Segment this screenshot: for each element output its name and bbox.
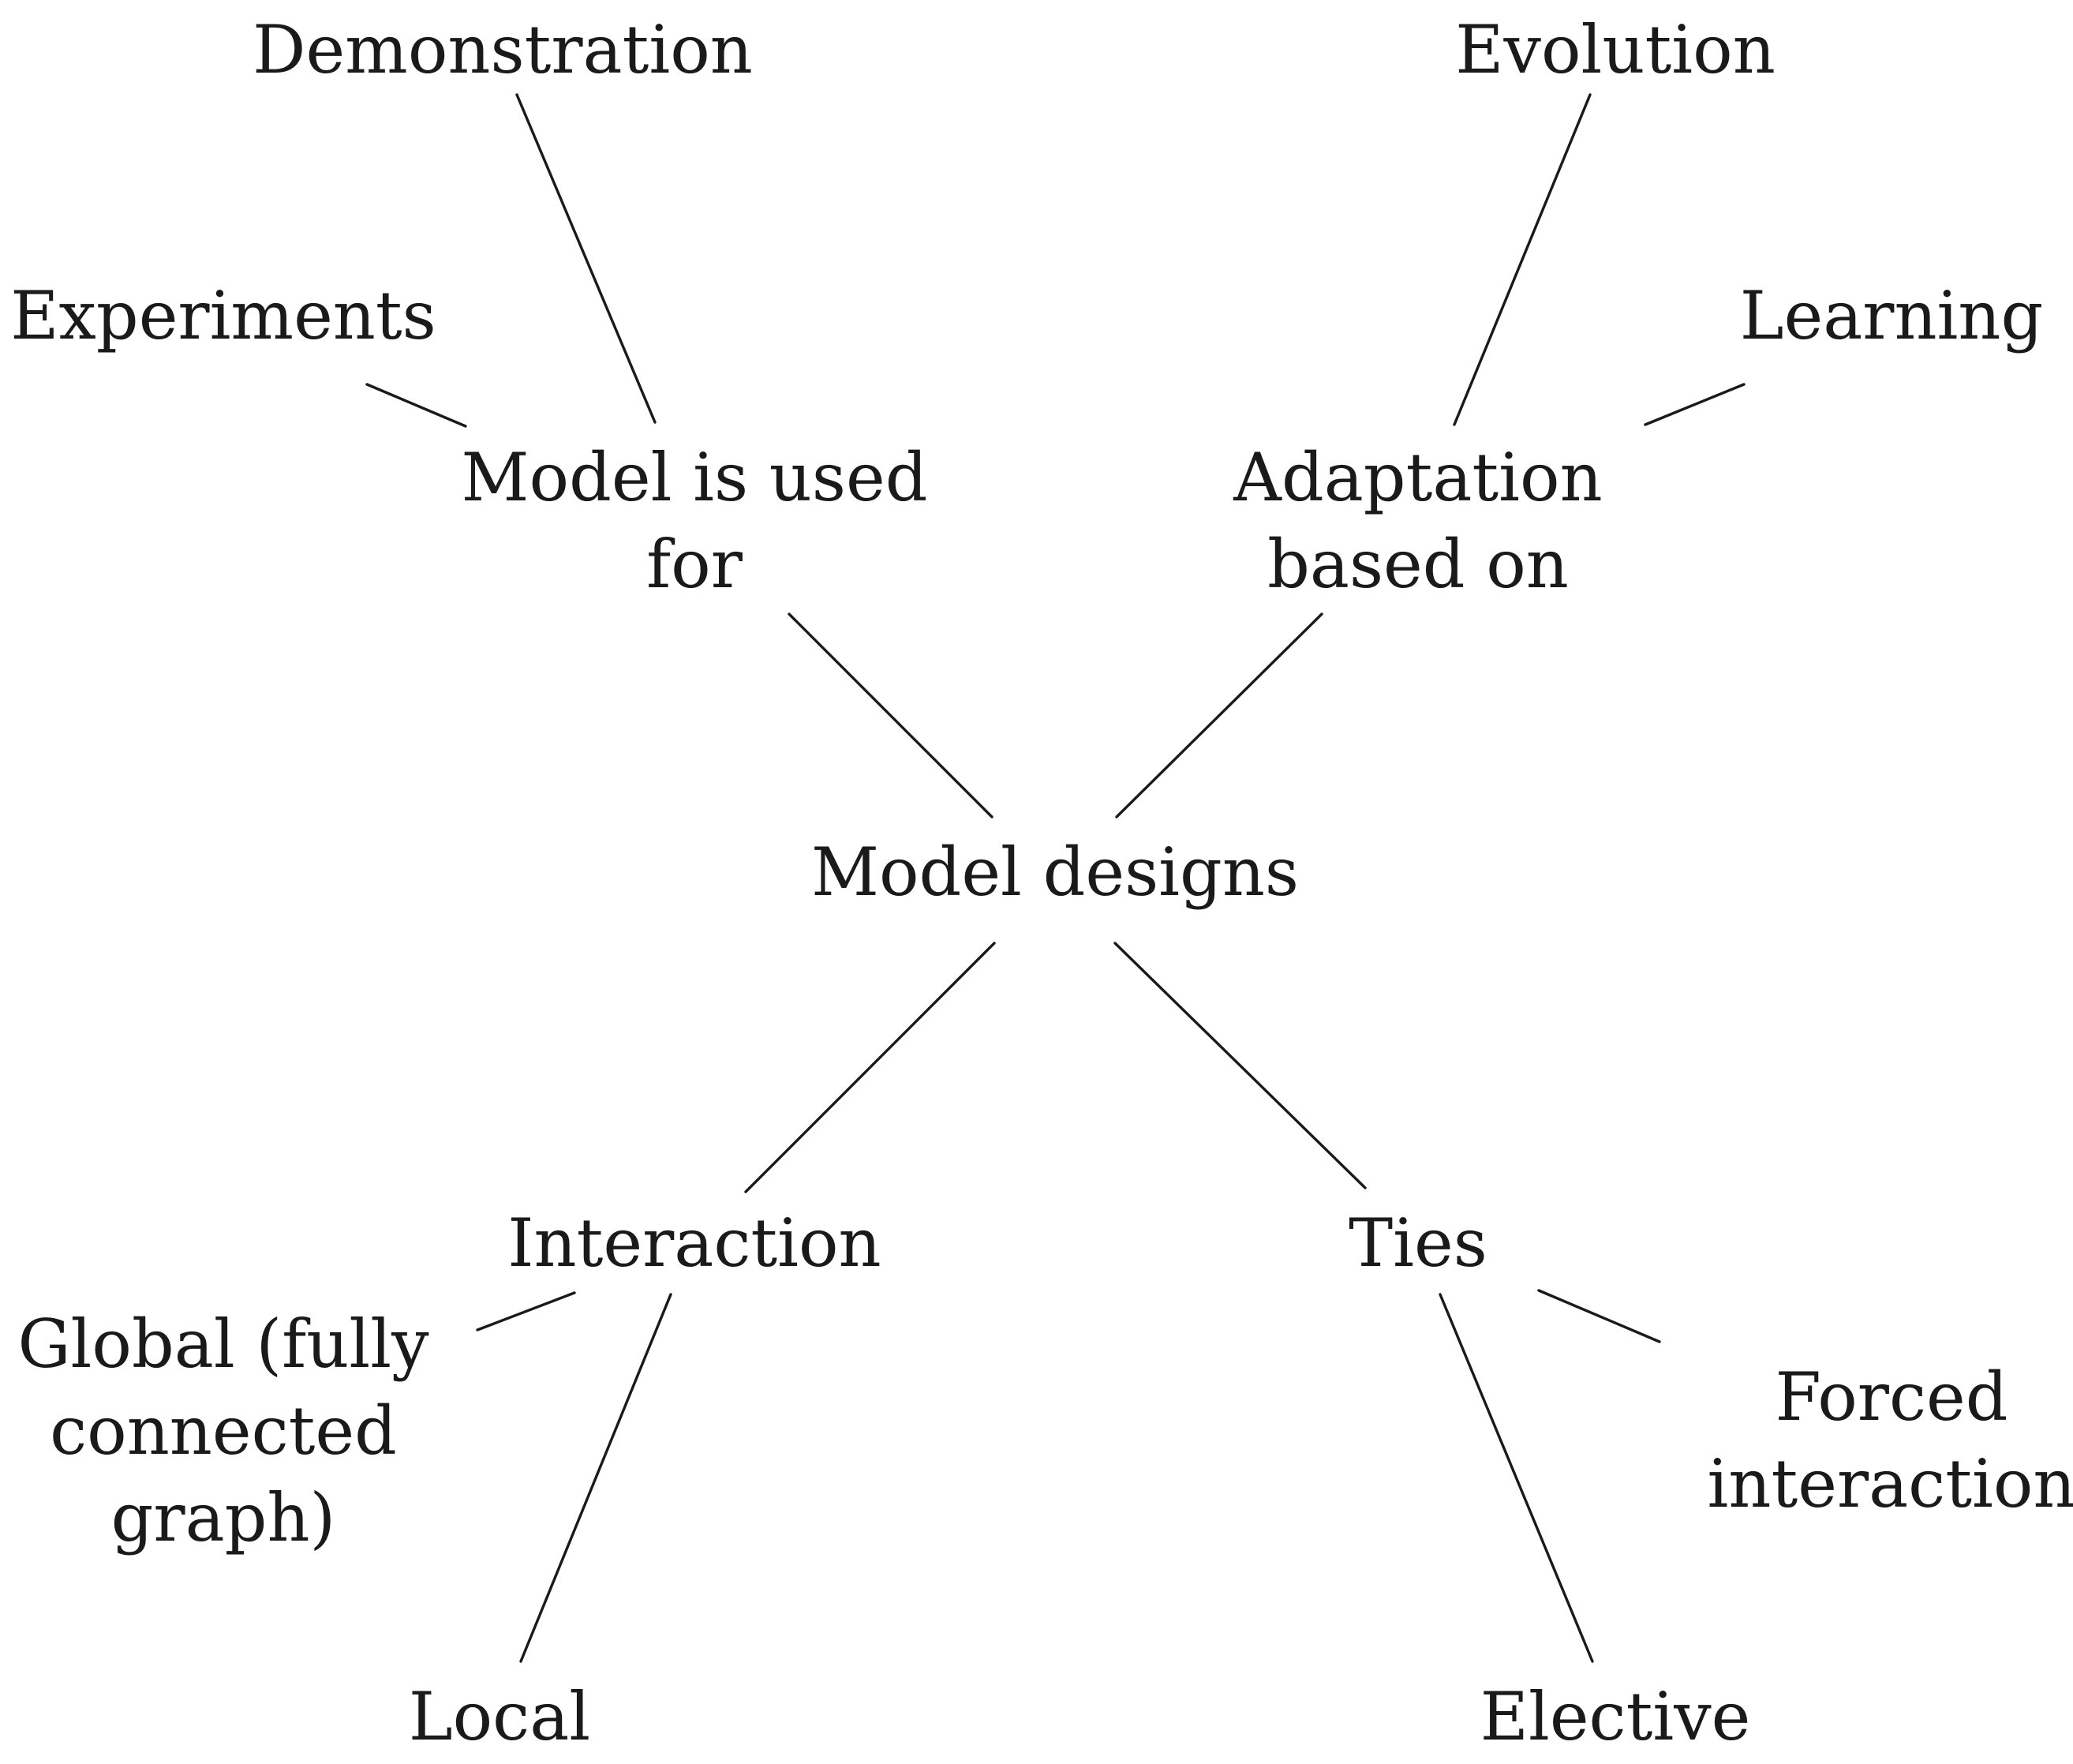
node-demonstration-label: Demonstration xyxy=(253,11,753,88)
node-model-is-used-for: Model is used for xyxy=(462,434,928,608)
node-global-line-1: Global (fully xyxy=(17,1305,429,1383)
node-adaptation-based-on-line-2: based on xyxy=(1267,526,1569,603)
edge-model-use-to-demonstration xyxy=(515,93,657,424)
node-forced-interaction: Forced interaction xyxy=(1707,1354,2073,1527)
node-adaptation-based-on-line-1: Adaptation xyxy=(1233,439,1603,516)
node-evolution: Evolution xyxy=(1455,6,1776,93)
node-adaptation-based-on: Adaptation based on xyxy=(1233,434,1602,608)
node-experiments: Experiments xyxy=(10,272,436,359)
node-global-line-2: connected xyxy=(50,1392,397,1470)
node-ties-label: Ties xyxy=(1349,1204,1487,1282)
edge-center-to-interaction xyxy=(744,942,996,1193)
node-elective-label: Elective xyxy=(1480,1678,1751,1755)
node-model-designs: Model designs xyxy=(811,829,1299,916)
node-local-label: Local xyxy=(408,1678,591,1755)
node-global-line-3: graph) xyxy=(110,1479,336,1556)
node-experiments-label: Experiments xyxy=(10,277,436,354)
node-interaction-label: Interaction xyxy=(507,1204,881,1282)
node-local: Local xyxy=(409,1673,590,1760)
node-learning: Learning xyxy=(1740,272,2044,359)
edge-center-to-ties xyxy=(1113,942,1367,1189)
edge-ties-to-forced xyxy=(1537,1289,1661,1343)
edge-center-to-model-use xyxy=(788,612,993,818)
edge-adaptation-to-learning xyxy=(1644,383,1746,426)
edge-adaptation-to-evolution xyxy=(1453,93,1592,426)
edge-interaction-to-global xyxy=(476,1291,576,1331)
node-learning-label: Learning xyxy=(1739,277,2044,354)
edge-interaction-to-local xyxy=(519,1293,672,1663)
node-demonstration: Demonstration xyxy=(253,6,753,93)
node-model-is-used-for-line-2: for xyxy=(646,526,743,603)
node-model-designs-label: Model designs xyxy=(810,833,1300,911)
node-forced-interaction-line-1: Forced xyxy=(1775,1358,2008,1436)
node-evolution-label: Evolution xyxy=(1455,11,1776,88)
node-elective: Elective xyxy=(1480,1673,1751,1760)
node-global: Global (fully connected graph) xyxy=(17,1301,428,1561)
edge-ties-to-elective xyxy=(1439,1293,1594,1663)
edge-model-use-to-experiments xyxy=(365,383,467,428)
node-ties: Ties xyxy=(1349,1200,1487,1286)
node-interaction: Interaction xyxy=(507,1200,881,1286)
node-model-is-used-for-line-1: Model is used xyxy=(461,439,928,516)
node-forced-interaction-line-2: interaction xyxy=(1707,1445,2073,1522)
edge-center-to-adaptation xyxy=(1115,612,1323,818)
